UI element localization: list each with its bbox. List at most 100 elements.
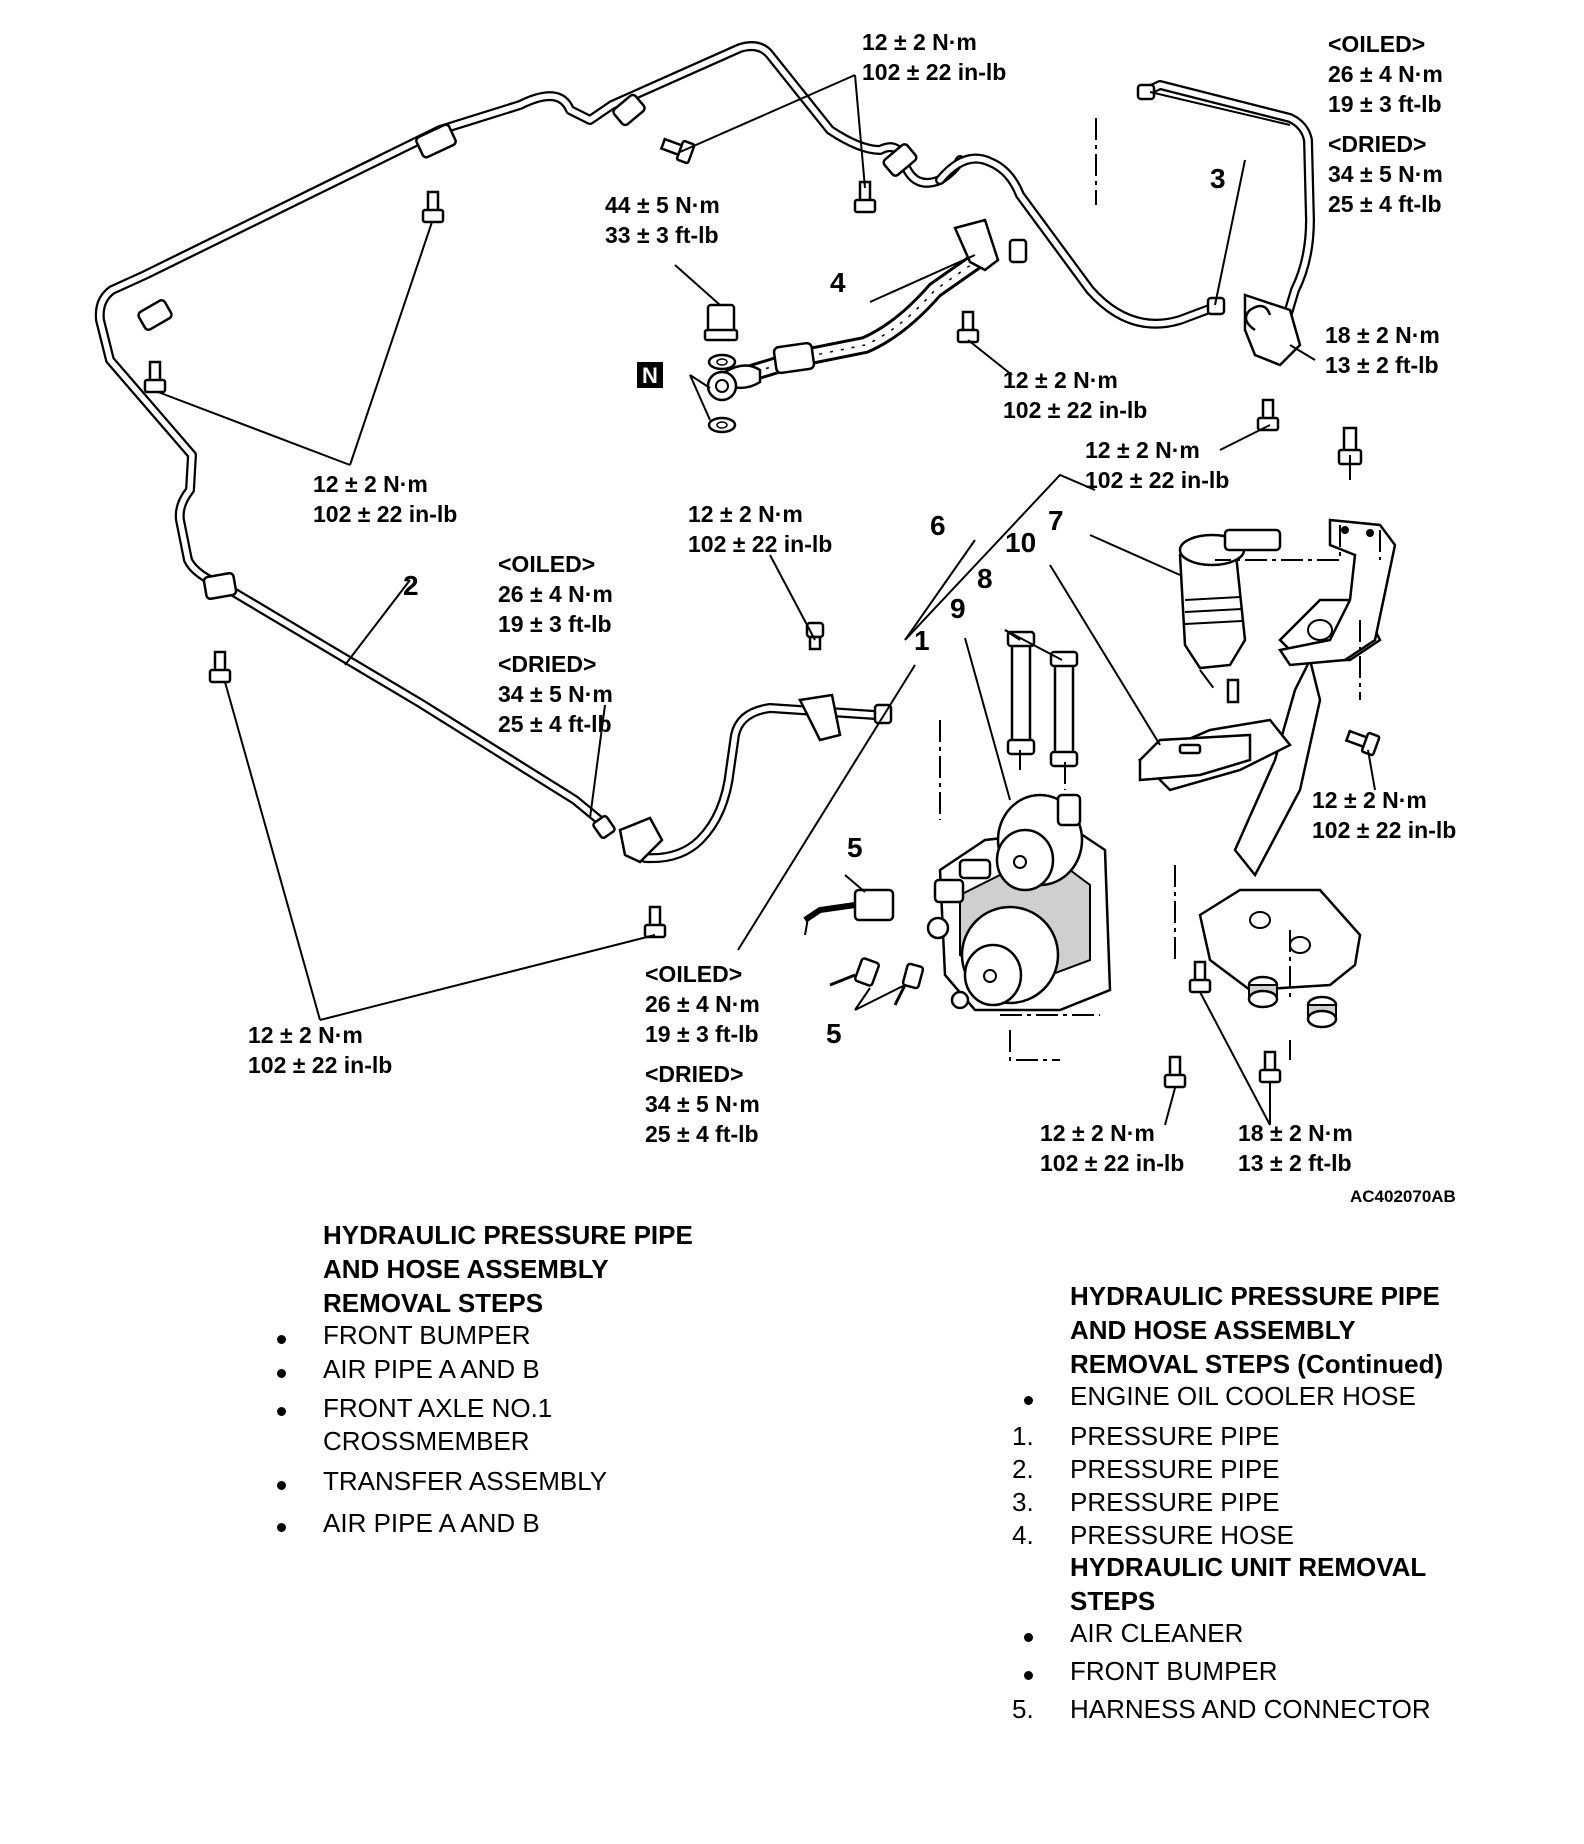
- callout-5a: 5: [847, 832, 863, 863]
- torque-left-upper-1: 12 ± 2 N·m: [313, 471, 428, 497]
- bullet-icon: [1024, 1671, 1033, 1680]
- list-item: 5.HARNESS AND CONNECTOR: [1012, 1694, 1431, 1724]
- torque-left-flare-5: 34 ± 5 N·m: [498, 681, 613, 707]
- flare-nuts: [592, 83, 1226, 840]
- n-marker: N: [637, 362, 663, 388]
- callout-5b: 5: [826, 1018, 842, 1049]
- bullet-icon: [1024, 1633, 1033, 1642]
- torque-labels: 12 ± 2 N·m 102 ± 22 in-lb <OILED> 26 ± 4 …: [248, 29, 1456, 1206]
- torque-top-mid-1: 12 ± 2 N·m: [862, 29, 977, 55]
- callout-6: 6: [930, 510, 946, 541]
- torque-left-lower-2: 102 ± 22 in-lb: [248, 1052, 392, 1078]
- steps-right-heading: HYDRAULIC PRESSURE PIPE AND HOSE ASSEMBL…: [1070, 1281, 1444, 1379]
- torque-right-bolt-1: 12 ± 2 N·m: [1085, 437, 1200, 463]
- torque-unit-flare-3: 19 ± 3 ft-lb: [645, 1021, 759, 1047]
- torque-banjo-1: 44 ± 5 N·m: [605, 192, 720, 218]
- callout-8: 8: [977, 563, 993, 594]
- torque-left-flare-4: <DRIED>: [498, 651, 596, 677]
- torque-unit-side-2: 102 ± 22 in-lb: [1312, 817, 1456, 843]
- torque-top-right-2: 26 ± 4 N·m: [1328, 61, 1443, 87]
- svg-text:<OILED> 26 ± 4 N·m: <OILED> 26 ± 4 N·m 19 ± 3 ft-lb <DRIED> …: [645, 961, 766, 1147]
- callout-labels: 1 2 3 4 5 5 6 7 8 9 10: [403, 163, 1226, 1049]
- torque-mid-pipe-1: 12 ± 2 N·m: [688, 501, 803, 527]
- torque-left-flare-3: 19 ± 3 ft-lb: [498, 611, 612, 637]
- bullet-icon: [277, 1523, 286, 1532]
- bullet-icon: [277, 1407, 286, 1416]
- removal-steps-left: HYDRAULIC PRESSURE PIPE AND HOSE ASSEMBL…: [265, 1218, 785, 1538]
- bullet-icon: [277, 1481, 286, 1490]
- torque-unit-flare-2: 26 ± 4 N·m: [645, 991, 760, 1017]
- list-item: TRANSFER ASSEMBLY: [265, 1466, 785, 1496]
- harness-connectors-5: [803, 888, 925, 1006]
- hose-bracket: [953, 218, 1000, 272]
- bullet-icon: [277, 1335, 286, 1344]
- torque-right-bolt-2: 102 ± 22 in-lb: [1085, 467, 1229, 493]
- list-item: 1.PRESSURE PIPE: [1012, 1421, 1280, 1451]
- svg-text:18 ± 2 N·m13 ± 2 ft-lb: 18 ± 2 N·m13 ± 2 ft-lb: [1238, 1120, 1353, 1176]
- pressure-hose-4: [706, 218, 1028, 402]
- torque-left-flare-1: <OILED>: [498, 551, 595, 577]
- pipe-clamps: [137, 93, 918, 864]
- list-item: FRONT BUMPER: [1012, 1656, 1572, 1686]
- torque-left-lower-1: 12 ± 2 N·m: [248, 1022, 363, 1048]
- torque-unit-flare-5: 34 ± 5 N·m: [645, 1091, 760, 1117]
- torque-top-right-5: 34 ± 5 N·m: [1328, 161, 1443, 187]
- torque-bottom-bolt-2: 102 ± 22 in-lb: [1040, 1150, 1184, 1176]
- mounting-bolts: [143, 137, 1381, 1089]
- steps-left-heading: HYDRAULIC PRESSURE PIPE AND HOSE ASSEMBL…: [323, 1220, 693, 1318]
- list-item: FRONT BUMPER: [265, 1320, 785, 1350]
- list-item: 4.PRESSURE HOSE: [1012, 1520, 1294, 1550]
- steps-right-subheading: HYDRAULIC UNIT REMOVAL STEPS: [1070, 1552, 1427, 1616]
- list-item: AIR PIPE A AND B: [265, 1508, 785, 1538]
- callout-10: 10: [1005, 527, 1036, 558]
- list-item: AIR CLEANER: [1012, 1618, 1572, 1648]
- torque-top-right-6: 25 ± 4 ft-lb: [1328, 191, 1442, 217]
- callout-1: 1: [914, 625, 930, 656]
- pressure-pipe-3: [935, 80, 1315, 360]
- reservoir-7: [1178, 528, 1282, 704]
- callout-9: 9: [950, 593, 966, 624]
- torque-top-mid-2: 102 ± 22 in-lb: [862, 59, 1006, 85]
- torque-mid-pipe-2: 102 ± 22 in-lb: [688, 531, 832, 557]
- reservoir-bracket: [1277, 518, 1397, 667]
- hose-clamps-8: [1006, 630, 1079, 768]
- svg-text:44 ± 5 N·m33 ± 3 ft-lb: 44 ± 5 N·m33 ± 3 ft-lb: [605, 192, 720, 248]
- list-item: AIR PIPE A AND B: [265, 1354, 785, 1384]
- svg-text:<OILED> 26 ± 4 N·m: <OILED> 26 ± 4 N·m 19 ± 3 ft-lb <DRIED> …: [498, 551, 619, 737]
- pressure-pipe-1: [640, 703, 880, 864]
- torque-hose-clamp-2: 102 ± 22 in-lb: [1003, 397, 1147, 423]
- torque-top-right-1: <OILED>: [1328, 31, 1425, 57]
- banjo-bolt: [703, 303, 739, 434]
- pressure-pipe-2: [94, 41, 965, 833]
- list-item: 2.PRESSURE PIPE: [1012, 1454, 1280, 1484]
- hydraulic-pipe-diagram: 1 2 3 4 5 5 6 7 8 9 10 N 12 ± 2 N·m 102 ±…: [94, 29, 1456, 1206]
- bracket-10: [1138, 733, 1252, 782]
- torque-top-right-4: <DRIED>: [1328, 131, 1426, 157]
- torque-left-flare-2: 26 ± 4 N·m: [498, 581, 613, 607]
- svg-text:<OILED> 26 ± 4 N·m: <OILED> 26 ± 4 N·m 19 ± 3 ft-lb <DRIED> …: [1328, 31, 1449, 217]
- figure-code: AC402070AB: [1350, 1187, 1456, 1206]
- list-item: 3.PRESSURE PIPE: [1012, 1487, 1280, 1517]
- n-mark-text: N: [642, 363, 658, 388]
- bullet-icon: [277, 1369, 286, 1378]
- callout-7: 7: [1048, 505, 1064, 536]
- torque-top-right-3: 19 ± 3 ft-lb: [1328, 91, 1442, 117]
- callout-3: 3: [1210, 163, 1226, 194]
- hose-ferrule: [772, 341, 816, 375]
- torque-left-upper-2: 102 ± 22 in-lb: [313, 501, 457, 527]
- torque-bottom-mount-2: 13 ± 2 ft-lb: [1238, 1150, 1352, 1176]
- torque-unit-side-1: 12 ± 2 N·m: [1312, 787, 1427, 813]
- torque-left-flare-6: 25 ± 4 ft-lb: [498, 711, 612, 737]
- leader-lines: [157, 74, 1376, 1126]
- list-item: FRONT AXLE NO.1 CROSSMEMBER: [265, 1392, 785, 1458]
- svg-text:18 ± 2 N·m13 ± 2 ft-lb: 18 ± 2 N·m13 ± 2 ft-lb: [1325, 322, 1440, 378]
